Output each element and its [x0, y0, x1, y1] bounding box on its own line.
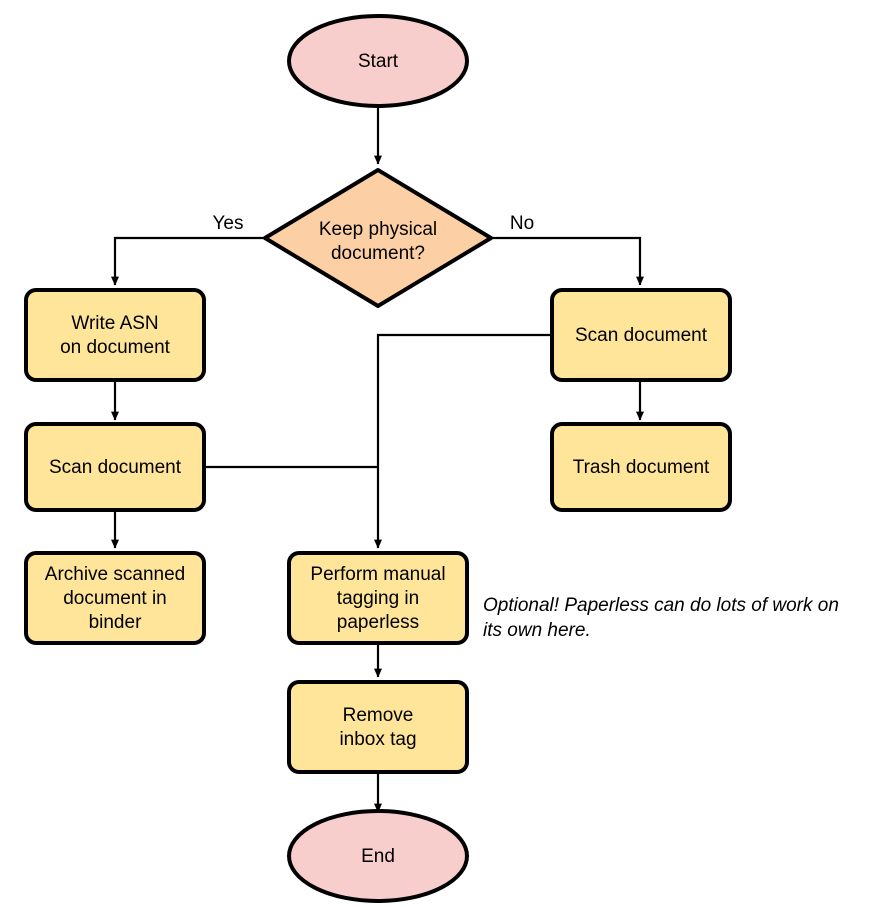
node-archive-scanned-document[interactable]: Archive scanned document in binder	[24, 551, 206, 645]
archive-label-line2: document in	[63, 588, 167, 609]
scan-document-left-label: Scan document	[49, 457, 182, 478]
remove-inbox-box-shape	[287, 680, 469, 774]
node-perform-manual-tagging[interactable]: Perform manual tagging in paperless	[287, 551, 469, 645]
archive-box-shape	[24, 551, 206, 645]
end-ellipse-shape	[287, 809, 469, 903]
write-asn-label-line1: Write ASN	[71, 313, 158, 334]
end-label: End	[361, 846, 395, 867]
optional-note-line1: Optional! Paperless can do lots of work …	[483, 595, 839, 616]
manual-tagging-label-line1: Perform manual	[310, 564, 445, 585]
decision-label-line2: document?	[331, 243, 425, 264]
start-ellipse-shape	[287, 14, 469, 108]
node-write-asn-on-document[interactable]: Write ASN on document	[24, 288, 206, 382]
archive-label-line3: binder	[89, 612, 142, 633]
optional-note-line2: its own here.	[483, 620, 591, 641]
archive-label-line1: Archive scanned	[45, 564, 185, 585]
remove-inbox-label-line1: Remove	[343, 705, 414, 726]
scan-document-right-box-shape	[550, 288, 732, 382]
write-asn-box-shape	[24, 288, 206, 382]
node-scan-document-right[interactable]: Scan document	[550, 288, 732, 382]
annotation-optional-note: Optional! Paperless can do lots of work …	[483, 595, 839, 641]
node-end[interactable]: End	[287, 809, 469, 903]
write-asn-label-line2: on document	[60, 337, 171, 358]
node-decision-keep-physical-document[interactable]: Keep physical document?	[263, 168, 493, 308]
remove-inbox-label-line2: inbox tag	[339, 729, 416, 750]
manual-tagging-label-line3: paperless	[337, 612, 419, 633]
node-scan-document-left[interactable]: Scan document	[24, 422, 206, 512]
edge-label-no: No	[510, 213, 534, 234]
scan-document-right-label: Scan document	[575, 325, 708, 346]
trash-document-label: Trash document	[573, 457, 710, 478]
edge-decision-yes-to-write-asn	[111, 236, 265, 286]
edge-label-yes: Yes	[213, 213, 244, 234]
node-trash-document[interactable]: Trash document	[550, 422, 732, 512]
node-remove-inbox-tag[interactable]: Remove inbox tag	[287, 680, 469, 774]
scan-document-left-box-shape	[24, 422, 206, 512]
node-start[interactable]: Start	[287, 14, 469, 108]
decision-diamond-shape	[263, 168, 493, 308]
decision-label-line1: Keep physical	[319, 219, 437, 240]
manual-tagging-box-shape	[287, 551, 469, 645]
edge-scan-right-to-manual-tagging	[374, 333, 552, 549]
trash-document-box-shape	[550, 422, 732, 512]
start-label: Start	[358, 51, 399, 72]
edge-decision-no-to-scan-right	[491, 236, 644, 286]
connector-layer	[111, 100, 644, 813]
manual-tagging-label-line2: tagging in	[337, 588, 419, 609]
